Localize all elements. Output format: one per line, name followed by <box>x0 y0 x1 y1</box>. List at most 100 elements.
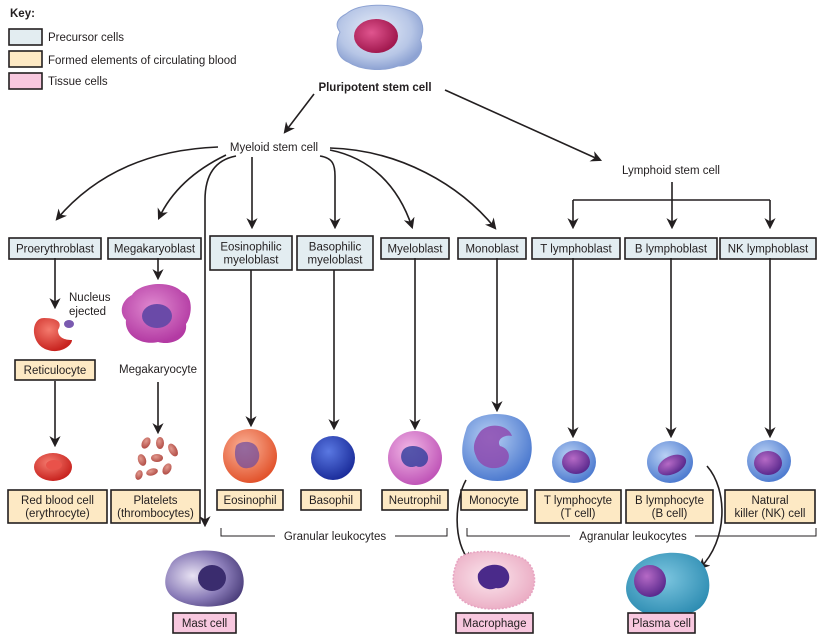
arrow-to-lymphoid <box>444 89 603 162</box>
macrophage-nucleus <box>477 564 510 590</box>
t-lymphocyte-box <box>534 489 622 524</box>
macrophage-box <box>455 612 534 634</box>
pluripotent-label: Pluripotent stem cell <box>318 82 431 94</box>
plasma-cell: Plasma cell <box>627 612 696 634</box>
agranular-bracket-right <box>695 528 817 537</box>
myeloid-stem-cell-label: Myeloid stem cell <box>230 142 318 154</box>
granular-bracket-left <box>220 528 275 537</box>
myeloblast: Myeloblast <box>380 237 450 260</box>
mast-cell: Mast cell <box>172 612 237 634</box>
eosinophil: Eosinophil <box>216 489 284 511</box>
arrow-to-megakaryoblast <box>157 154 227 221</box>
eosinophil-nucleus <box>234 441 260 469</box>
legend-label-tissue: Tissue cells <box>48 76 108 88</box>
monocyte-branch <box>456 258 532 564</box>
megakaryoblast: Megakaryoblast <box>107 237 202 260</box>
legend: Key: Precursor cells Formed elements of … <box>8 8 237 90</box>
nucleus-ejected-label-line2: ejected <box>69 306 106 318</box>
legend-label-precursor: Precursor cells <box>48 32 124 44</box>
monocyte: Monocyte <box>460 489 528 511</box>
legend-swatch-formed <box>8 50 43 68</box>
t-lymphocyte-label-line2: (T cell) <box>561 508 596 520</box>
red-blood-cell-label-line1: Red blood cell <box>21 495 94 507</box>
platelets-image <box>135 437 178 480</box>
eosinophil-label: Eosinophil <box>223 495 276 507</box>
red-blood-cell-box <box>7 489 108 524</box>
b-lymphocyte: B lymphocyte(B cell) <box>625 489 714 524</box>
mast-cell-box <box>172 612 237 634</box>
proerythroblast: Proerythroblast <box>8 237 102 260</box>
monocyte-box <box>460 489 528 511</box>
monoblast-box <box>457 237 527 260</box>
eosinophilic-myeloblast-box <box>209 235 293 271</box>
arrow-to-mast-cell <box>199 155 237 528</box>
megakaryoblast-box <box>107 237 202 260</box>
platelets-label-line1: Platelets <box>133 495 177 507</box>
formed-elements-row: Red blood cell(erythrocyte) Platelets(thr… <box>7 359 816 524</box>
legend-item-precursor: Precursor cells <box>8 28 124 46</box>
legend-label-formed: Formed elements of circulating blood <box>48 55 237 67</box>
lymphoid-arrows <box>567 182 776 230</box>
macrophage: Macrophage <box>455 612 534 634</box>
red-blood-cell: Red blood cell(erythrocyte) <box>7 489 108 524</box>
b-lymphocyte-label-line1: B lymphocyte <box>635 495 704 507</box>
myeloid-arrows <box>55 146 497 528</box>
granulocyte-branches <box>223 258 442 485</box>
nk-cell-box <box>724 489 816 524</box>
neutrophil-label: Neutrophil <box>389 495 441 507</box>
tissue-labels: Mast cell Macrophage Plasma cell <box>172 612 696 634</box>
granular-bracket-right <box>395 528 448 537</box>
nk-lymphoblast-label: NK lymphoblast <box>728 244 809 256</box>
proerythroblast-label: Proerythroblast <box>16 244 95 256</box>
ejected-nucleus-image <box>64 320 74 328</box>
reticulocyte: Reticulocyte <box>14 359 96 381</box>
platelets-box <box>110 489 201 524</box>
arrow-to-proerythroblast <box>55 146 219 221</box>
monoblast-label: Monoblast <box>465 244 519 256</box>
lymphoid-stem-cell-label: Lymphoid stem cell <box>622 165 720 177</box>
megakaryoblast-label: Megakaryoblast <box>114 244 196 256</box>
erythroid-branch: Nucleus ejected <box>33 258 111 481</box>
megakaryocyte-nucleus <box>142 304 172 328</box>
b-lymphocyte-box <box>625 489 714 524</box>
megakaryocyte-label: Megakaryocyte <box>119 364 197 376</box>
lymphocyte-branches <box>552 258 791 570</box>
pluripotent-nucleus <box>354 19 398 53</box>
macrophage-label: Macrophage <box>463 618 527 630</box>
nucleus-ejected-label-line1: Nucleus <box>69 292 111 304</box>
plasma-cell-nucleus <box>634 565 666 597</box>
t-lymphoblast-box <box>531 237 621 260</box>
legend-title: Key: <box>10 8 35 20</box>
neutrophil-nucleus <box>401 446 429 468</box>
t-lymphocyte: T lymphocyte(T cell) <box>534 489 622 524</box>
basophilic-myeloblast-label-line2: myeloblast <box>308 255 364 267</box>
basophil-label: Basophil <box>309 495 353 507</box>
t-lymphoblast: T lymphoblast <box>531 237 621 260</box>
reticulocyte-box <box>14 359 96 381</box>
b-lymphoblast-label: B lymphoblast <box>635 244 708 256</box>
arrow-to-myeloid <box>283 93 315 134</box>
t-lymphocyte-nucleus <box>562 450 590 474</box>
arrow-to-myeloblast <box>329 149 415 230</box>
legend-swatch-tissue <box>8 72 43 90</box>
basophilic-myeloblast-box <box>296 235 374 271</box>
nk-lymphoblast-box <box>719 237 817 260</box>
legend-item-tissue: Tissue cells <box>8 72 108 90</box>
monocyte-label: Monocyte <box>469 495 519 507</box>
neutrophil: Neutrophil <box>381 489 449 511</box>
agranular-bracket-left <box>466 528 570 537</box>
basophil-box <box>300 489 362 511</box>
tissue-cells <box>165 550 710 617</box>
agranular-leukocytes-label: Agranular leukocytes <box>579 531 687 543</box>
platelets-label-line2: (thrombocytes) <box>117 508 194 520</box>
precursor-row: Proerythroblast Megakaryoblast Eosinophili… <box>8 235 817 271</box>
monoblast: Monoblast <box>457 237 527 260</box>
nk-cell-label-line1: Natural <box>751 495 788 507</box>
pluripotent-stem-cell: Pluripotent stem cell <box>318 4 432 94</box>
legend-item-formed: Formed elements of circulating blood <box>8 50 237 68</box>
agranular-leukocytes-bracket: Agranular leukocytes <box>466 528 817 543</box>
